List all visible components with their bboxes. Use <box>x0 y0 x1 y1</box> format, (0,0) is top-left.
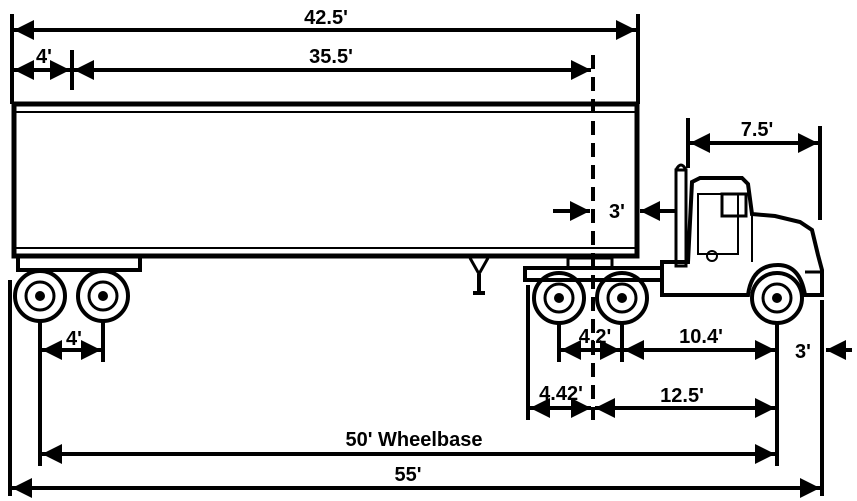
trailer-wheel-1 <box>13 269 67 323</box>
label-overall-trailer: 42.5' <box>304 7 348 29</box>
label-trailer-cab-gap: 3' <box>609 201 625 223</box>
cab-door <box>697 193 739 255</box>
label-tractor-axle-spread: 4.2' <box>579 326 612 348</box>
label-trailer-axle-spread: 4' <box>66 328 82 350</box>
exhaust-stack <box>674 163 688 268</box>
cab-outline <box>660 176 824 297</box>
landing-gear <box>468 257 490 295</box>
dimension-labels: 42.5' 4' 35.5' 7.5' 3' 4' 4.2' 10.4' 3' … <box>36 7 811 486</box>
dimension-lines <box>12 20 852 498</box>
label-steer-to-kingpin: 12.5' <box>660 385 704 407</box>
label-kingpin-setback: 4' <box>36 46 52 68</box>
label-front-overhang: 3' <box>795 341 811 363</box>
trailer-bogie-rail <box>16 254 142 272</box>
label-overall-length: 55' <box>394 464 421 486</box>
label-fifth-wheel-offset: 4.42' <box>539 383 583 405</box>
trailer-wheel-2 <box>76 269 130 323</box>
tractor-steer-wheel <box>750 271 804 325</box>
label-wheelbase: 50' Wheelbase <box>345 429 482 451</box>
reference-lines <box>8 14 824 496</box>
cab-window <box>720 192 748 218</box>
label-cab-length: 7.5' <box>741 119 774 141</box>
fuel-tank-cap <box>706 250 718 262</box>
label-steer-to-drive: 10.4' <box>679 326 723 348</box>
trailer-body <box>11 101 640 259</box>
trailer <box>11 101 640 323</box>
label-kingpin-to-rear: 35.5' <box>309 46 353 68</box>
fifth-wheel <box>566 256 614 270</box>
tractor <box>523 163 824 325</box>
